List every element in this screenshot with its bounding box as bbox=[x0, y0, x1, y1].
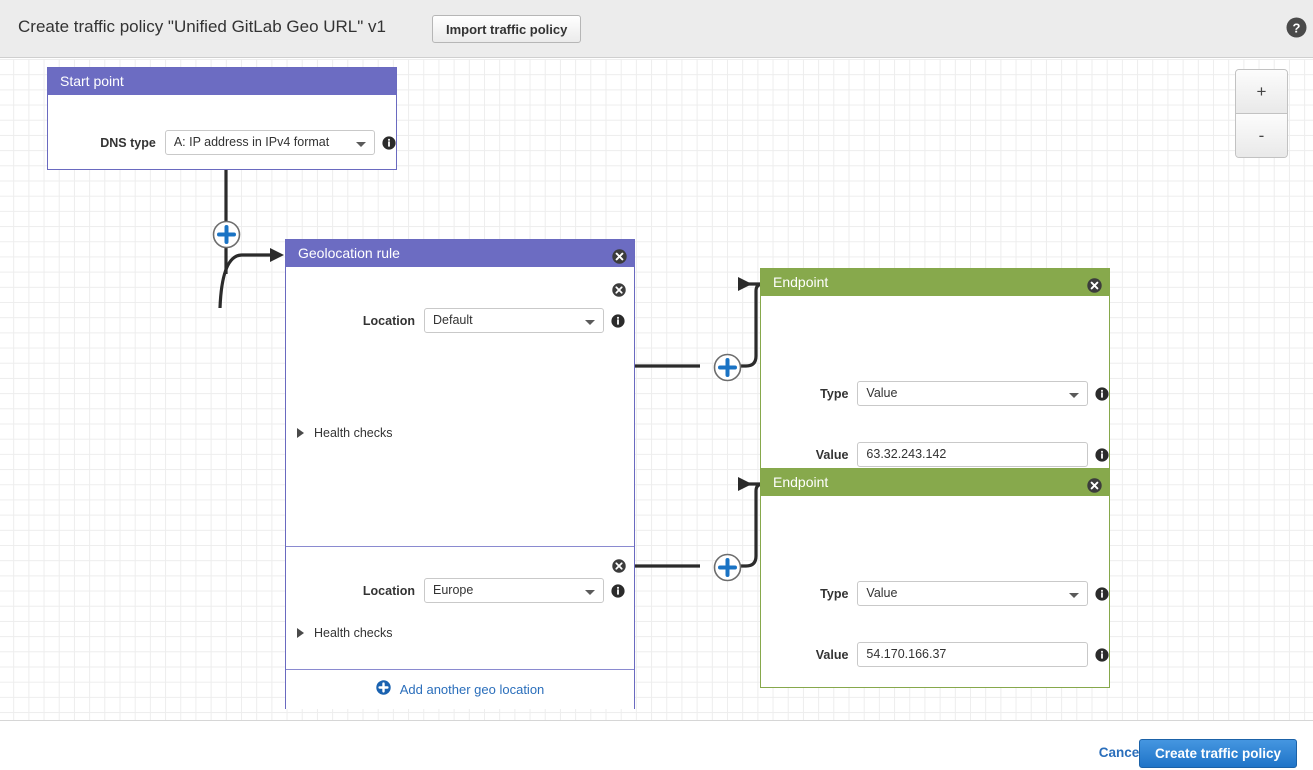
chevron-down-icon bbox=[1069, 593, 1079, 598]
info-icon[interactable] bbox=[1095, 447, 1109, 462]
endpoint-type-value: Value bbox=[866, 386, 898, 400]
geolocation-rule-node[interactable]: Geolocation rule Location bbox=[285, 239, 635, 709]
plus-circle-icon bbox=[376, 679, 391, 700]
svg-text:?: ? bbox=[1293, 21, 1301, 36]
info-icon[interactable] bbox=[1095, 647, 1109, 662]
health-checks-label: Health checks bbox=[314, 426, 393, 440]
dns-type-select[interactable]: A: IP address in IPv4 format bbox=[164, 130, 375, 155]
close-circle-icon[interactable] bbox=[612, 246, 627, 264]
endpoint-node-1[interactable]: Endpoint Type Value bbox=[760, 268, 1110, 488]
endpoint-1-value-row: Value 63.32.243.142 bbox=[761, 442, 1109, 467]
location-value: Default bbox=[433, 313, 473, 327]
endpoint-value-text: 54.170.166.37 bbox=[866, 647, 947, 661]
page-title: Create traffic policy "Unified GitLab Ge… bbox=[18, 17, 386, 36]
geolocation-rule-title: Geolocation rule bbox=[298, 245, 400, 261]
chevron-down-icon bbox=[356, 142, 366, 147]
start-point-title: Start point bbox=[60, 73, 124, 89]
info-icon[interactable] bbox=[611, 583, 625, 598]
create-traffic-policy-button[interactable]: Create traffic policy bbox=[1138, 739, 1297, 768]
add-node-plus-start[interactable] bbox=[212, 220, 241, 254]
help-circle-icon[interactable]: ? bbox=[1286, 17, 1307, 38]
location-label: Location bbox=[362, 583, 415, 598]
dns-type-row: DNS type A: IP address in IPv4 format bbox=[48, 130, 396, 155]
endpoint-2-header: Endpoint bbox=[761, 469, 1109, 496]
chevron-down-icon bbox=[585, 590, 595, 595]
endpoint-2-type-select[interactable]: Value bbox=[857, 581, 1088, 606]
endpoint-1-type-select[interactable]: Value bbox=[857, 381, 1088, 406]
endpoint-2-title: Endpoint bbox=[773, 474, 829, 490]
endpoint-2-value-row: Value 54.170.166.37 bbox=[761, 642, 1109, 667]
add-node-plus-endpoint-1[interactable] bbox=[713, 353, 742, 387]
health-checks-label: Health checks bbox=[314, 626, 393, 640]
import-traffic-policy-button[interactable]: Import traffic policy bbox=[432, 15, 582, 43]
geolocation-rule-header: Geolocation rule bbox=[286, 240, 634, 267]
close-circle-icon[interactable] bbox=[612, 559, 626, 573]
endpoint-node-2[interactable]: Endpoint Type Value bbox=[760, 468, 1110, 688]
endpoint-value-label: Value bbox=[815, 647, 849, 662]
geo-section-divider bbox=[286, 546, 634, 547]
dns-type-label: DNS type bbox=[100, 135, 156, 150]
start-point-header: Start point bbox=[48, 68, 396, 95]
location-label: Location bbox=[362, 313, 415, 328]
zoom-in-button[interactable]: + bbox=[1236, 70, 1287, 114]
close-circle-icon[interactable] bbox=[1087, 475, 1102, 493]
dns-type-value: A: IP address in IPv4 format bbox=[173, 135, 330, 149]
zoom-controls: + - bbox=[1235, 69, 1288, 158]
policy-canvas[interactable]: Start point DNS type A: IP address in IP… bbox=[0, 59, 1313, 720]
endpoint-value-text: 63.32.243.142 bbox=[866, 447, 947, 461]
close-circle-icon[interactable] bbox=[612, 283, 626, 297]
close-circle-icon[interactable] bbox=[1087, 275, 1102, 293]
chevron-down-icon bbox=[585, 320, 595, 325]
location-row-europe: Location Europe bbox=[286, 578, 634, 603]
endpoint-type-value: Value bbox=[866, 586, 898, 600]
add-another-geo-location-label: Add another geo location bbox=[399, 682, 545, 697]
location-select-europe[interactable]: Europe bbox=[424, 578, 604, 603]
cancel-button[interactable]: Cancel bbox=[1098, 745, 1143, 760]
health-checks-toggle-europe[interactable]: Health checks bbox=[297, 626, 393, 640]
location-select-default[interactable]: Default bbox=[424, 308, 604, 333]
info-icon[interactable] bbox=[382, 135, 396, 150]
footer-bar: Cancel Create traffic policy bbox=[0, 720, 1313, 770]
location-row-default: Location Default bbox=[286, 308, 634, 333]
info-icon[interactable] bbox=[611, 313, 625, 328]
add-node-plus-endpoint-2[interactable] bbox=[713, 553, 742, 587]
endpoint-type-label: Type bbox=[820, 586, 849, 601]
top-header-bar: Create traffic policy "Unified GitLab Ge… bbox=[0, 0, 1313, 58]
chevron-down-icon bbox=[1069, 393, 1079, 398]
info-icon[interactable] bbox=[1095, 386, 1109, 401]
endpoint-2-type-row: Type Value bbox=[761, 581, 1109, 606]
add-another-geo-location-button[interactable]: Add another geo location bbox=[286, 669, 634, 709]
endpoint-1-header: Endpoint bbox=[761, 269, 1109, 296]
endpoint-1-title: Endpoint bbox=[773, 274, 829, 290]
endpoint-2-value-input[interactable]: 54.170.166.37 bbox=[857, 642, 1088, 667]
endpoint-type-label: Type bbox=[820, 386, 849, 401]
endpoint-1-value-input[interactable]: 63.32.243.142 bbox=[857, 442, 1088, 467]
zoom-out-button[interactable]: - bbox=[1236, 114, 1287, 157]
location-value: Europe bbox=[433, 583, 474, 597]
start-point-node[interactable]: Start point DNS type A: IP address in IP… bbox=[47, 67, 397, 170]
health-checks-toggle-default[interactable]: Health checks bbox=[297, 426, 393, 440]
info-icon[interactable] bbox=[1095, 586, 1109, 601]
endpoint-1-type-row-inner: Type Value bbox=[761, 381, 1109, 406]
chevron-right-icon bbox=[297, 628, 304, 638]
endpoint-value-label: Value bbox=[815, 447, 849, 462]
chevron-right-icon bbox=[297, 428, 304, 438]
